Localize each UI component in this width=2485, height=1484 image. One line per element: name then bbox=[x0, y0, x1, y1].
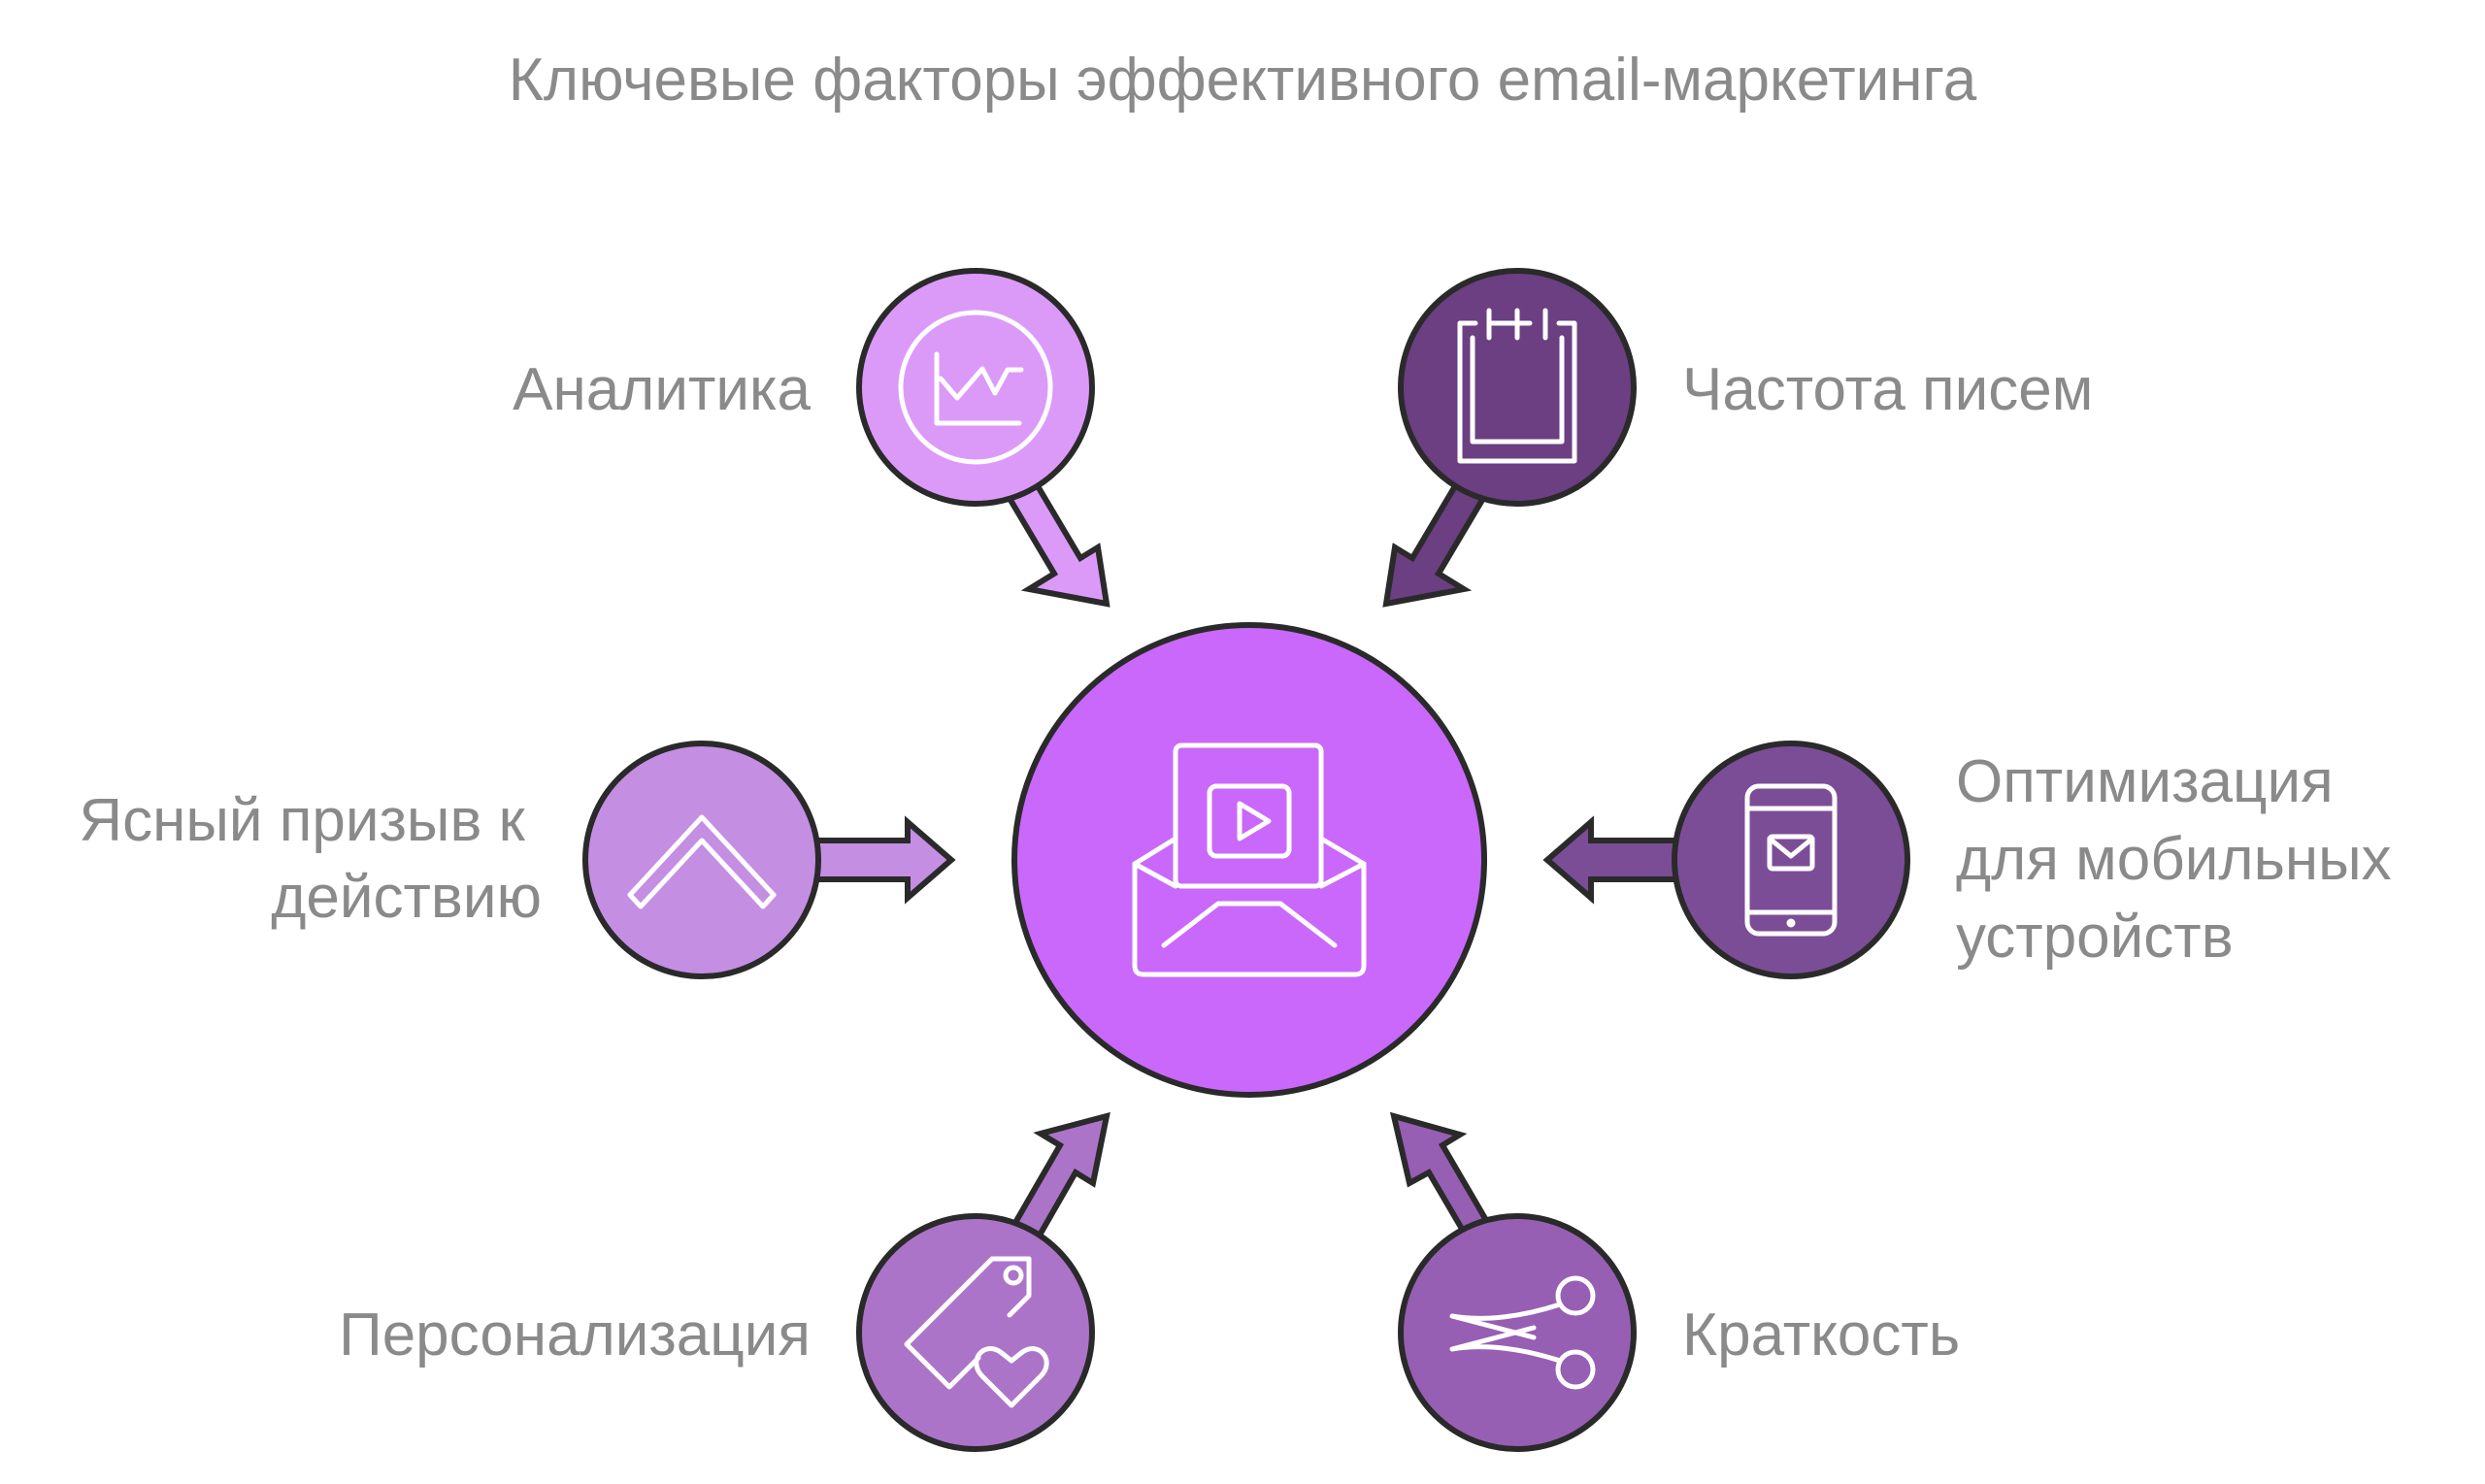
scissors-icon bbox=[1449, 1275, 1596, 1390]
arrow-mobile bbox=[1542, 815, 1692, 905]
calendar-icon bbox=[1457, 308, 1577, 464]
label-personalization: Персонализация bbox=[339, 1302, 811, 1369]
label-brevity: Краткость bbox=[1682, 1302, 1960, 1369]
node-brevity bbox=[1398, 1213, 1637, 1452]
center-node bbox=[1011, 622, 1487, 1098]
label-frequency: Частота писем bbox=[1682, 356, 2093, 423]
circle-analytics bbox=[856, 268, 1095, 507]
circle-mobile bbox=[1672, 741, 1910, 979]
label-cta: Ясный призыв к действию bbox=[79, 787, 542, 931]
node-personalization bbox=[856, 1213, 1095, 1452]
circle-cta bbox=[582, 741, 821, 979]
chevron-up-icon bbox=[627, 814, 777, 909]
tag-heart-icon bbox=[904, 1256, 1049, 1408]
envelope-video-icon bbox=[1132, 742, 1367, 977]
node-mobile bbox=[1672, 741, 1910, 979]
node-frequency bbox=[1398, 268, 1637, 507]
circle-personalization bbox=[856, 1213, 1095, 1452]
center-circle bbox=[1011, 622, 1487, 1098]
label-mobile: Оптимизация для мобильных устройств bbox=[1956, 748, 2408, 971]
mobile-mail-icon bbox=[1744, 783, 1838, 937]
circle-frequency bbox=[1398, 268, 1637, 507]
label-analytics: Аналитика bbox=[513, 356, 811, 423]
arrow-brevity bbox=[1389, 1111, 1494, 1258]
chart-line-icon bbox=[898, 310, 1053, 465]
diagram-title: Ключевые факторы эффективного email-марк… bbox=[509, 47, 1977, 114]
node-cta bbox=[582, 741, 821, 979]
node-analytics bbox=[856, 268, 1095, 507]
